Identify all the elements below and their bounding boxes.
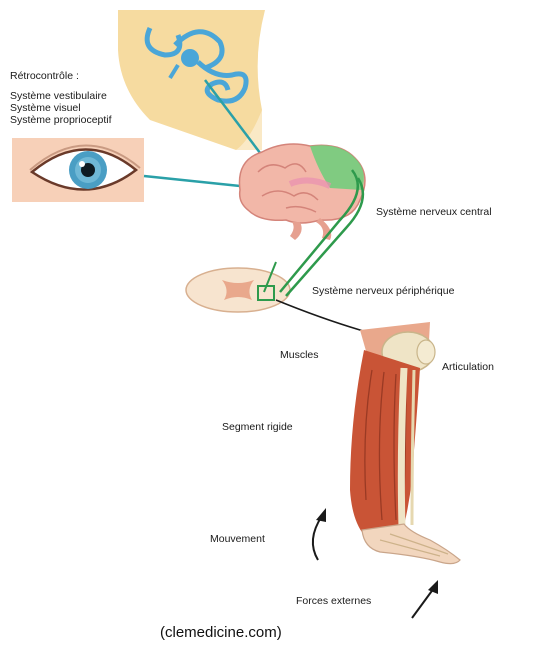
spinal-cord-illustration: [186, 268, 290, 312]
label-muscles: Muscles: [280, 349, 319, 362]
leg-illustration: [350, 322, 460, 564]
eye-illustration: [12, 138, 144, 202]
label-proprioceptive: Système proprioceptif: [10, 114, 112, 127]
label-rigid-segment: Segment rigide: [222, 421, 293, 434]
source-caption: (clemedicine.com): [160, 624, 282, 641]
label-movement: Mouvement: [210, 533, 265, 546]
label-external-forces: Forces externes: [296, 595, 371, 608]
external-force-arrowhead: [428, 580, 438, 594]
movement-arrowhead: [316, 508, 326, 522]
feedback-title: Rétrocontrôle :: [10, 70, 79, 83]
external-force-arrow: [412, 588, 434, 618]
label-cns: Système nerveux central: [376, 206, 492, 219]
label-pns: Système nerveux périphérique: [312, 285, 454, 298]
movement-arrow: [313, 516, 322, 560]
label-joint: Articulation: [442, 361, 494, 374]
brain-illustration: [239, 144, 364, 240]
